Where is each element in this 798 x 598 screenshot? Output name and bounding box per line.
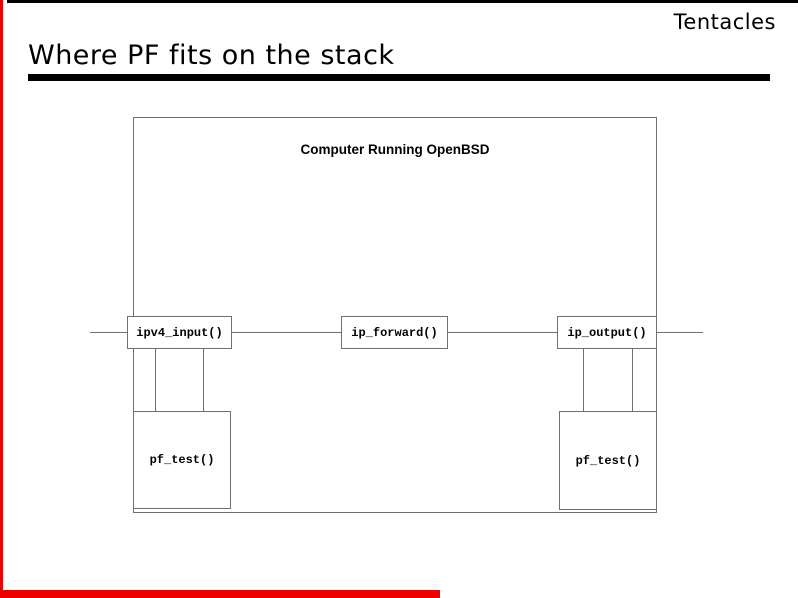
wire-forward-to-output xyxy=(447,332,558,333)
node-pf-test-left: pf_test() xyxy=(133,411,231,509)
node-ipv4-input: ipv4_input() xyxy=(127,316,232,349)
computer-box-label: Computer Running OpenBSD xyxy=(300,142,490,157)
brand-text: Tentacles xyxy=(673,10,776,34)
wire-right-external xyxy=(657,332,703,333)
wire-input-to-forward xyxy=(231,332,341,333)
node-ip-output: ip_output() xyxy=(557,316,657,349)
connector-input-pftest-right xyxy=(203,349,204,411)
page-title: Where PF fits on the stack xyxy=(28,40,395,71)
left-accent-line xyxy=(0,0,3,598)
bottom-accent-bar xyxy=(0,590,440,598)
node-ip-forward: ip_forward() xyxy=(341,316,448,349)
node-pf-test-right: pf_test() xyxy=(559,411,657,510)
title-underline xyxy=(28,74,770,81)
wire-left-external xyxy=(90,332,128,333)
connector-output-pftest-right xyxy=(632,349,633,411)
connector-output-pftest-left xyxy=(583,349,584,411)
top-border-line xyxy=(7,0,798,3)
connector-input-pftest-left xyxy=(155,349,156,411)
